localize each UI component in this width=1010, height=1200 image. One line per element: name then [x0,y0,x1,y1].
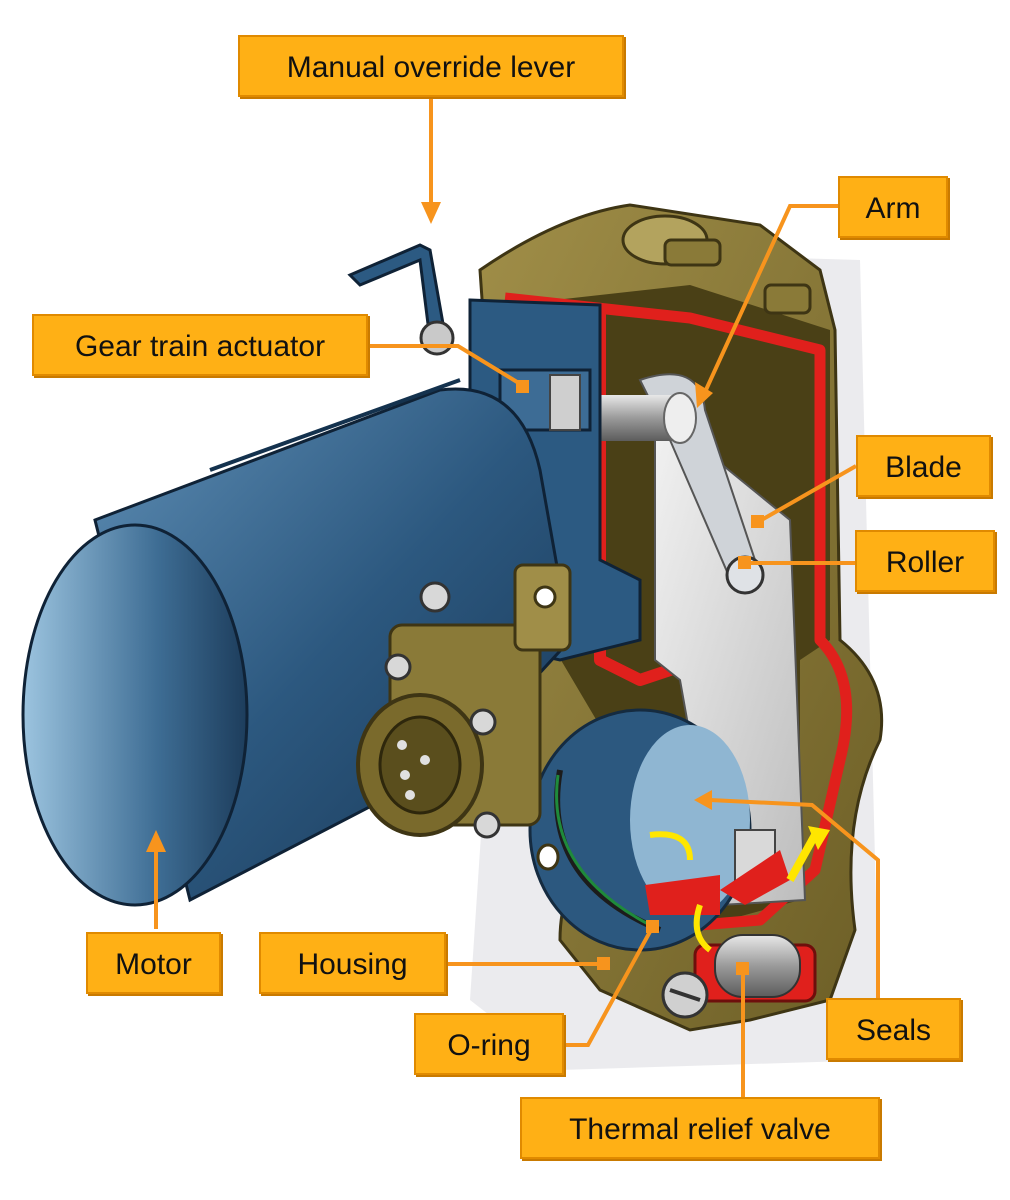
marker-housing [597,957,610,970]
connector-bolt-3 [473,811,501,839]
connector-pin-1 [397,740,407,750]
label-motor: Motor [86,932,221,994]
flow-arrow-3 [693,904,712,953]
label-blade: Blade [856,435,991,497]
motor-band [209,378,461,472]
connector-tab-hole [533,585,557,609]
section-cut-outline [504,292,853,931]
arrowhead-manual-override [421,202,441,224]
connector-bolt-1 [384,653,412,681]
marker-roller [738,556,751,569]
marker-gear-train [516,380,529,393]
marker-o-ring [646,920,659,933]
label-roller: Roller [855,530,995,592]
relief-valve-cylinder [714,934,801,998]
leader-blade [757,464,857,524]
leader-seals [709,798,880,998]
connector-pin-4 [405,790,415,800]
label-thermal-relief-valve: Thermal relief valve [520,1097,880,1159]
leader-lines [154,98,880,1100]
side-clip [763,283,812,315]
leader-arm [703,204,838,393]
leader-tips [146,202,764,975]
shaft-end [663,392,697,444]
label-gear-train-actuator: Gear train actuator [32,314,368,376]
connector-pin-3 [400,770,410,780]
flow-arrow-2 [786,833,819,882]
o-ring-green [555,774,651,927]
motor-end-cap [21,523,249,907]
arrowhead-arm [695,382,713,408]
label-arm: Arm [838,176,948,238]
connector-bolt-2 [469,708,497,736]
leader-gear-train [365,344,524,387]
marker-thermal-relief [736,962,749,975]
label-manual-override-lever: Manual override lever [238,35,624,97]
marker-blade [751,515,764,528]
lever-pivot-bolt [419,320,455,356]
motor-bolt [419,581,451,613]
label-o-ring: O-ring [414,1013,564,1075]
relief-screw-slot [669,988,701,1002]
flow-arrowhead-2 [808,826,830,850]
seal-red [720,850,790,905]
flow-port-inner [630,725,750,915]
housing-mount-hole [536,843,560,871]
o-ring-red-seal [645,875,720,915]
connector-face [378,715,462,815]
leader-o-ring [564,927,654,1047]
flow-arrow-1 [649,831,693,861]
label-seals: Seals [826,998,961,1060]
connector-pin-2 [420,755,430,765]
label-housing: Housing [259,932,446,994]
arrowhead-motor [146,830,166,852]
gear-teeth [549,374,581,431]
arrowhead-seals [694,790,712,810]
top-spring [663,238,722,267]
